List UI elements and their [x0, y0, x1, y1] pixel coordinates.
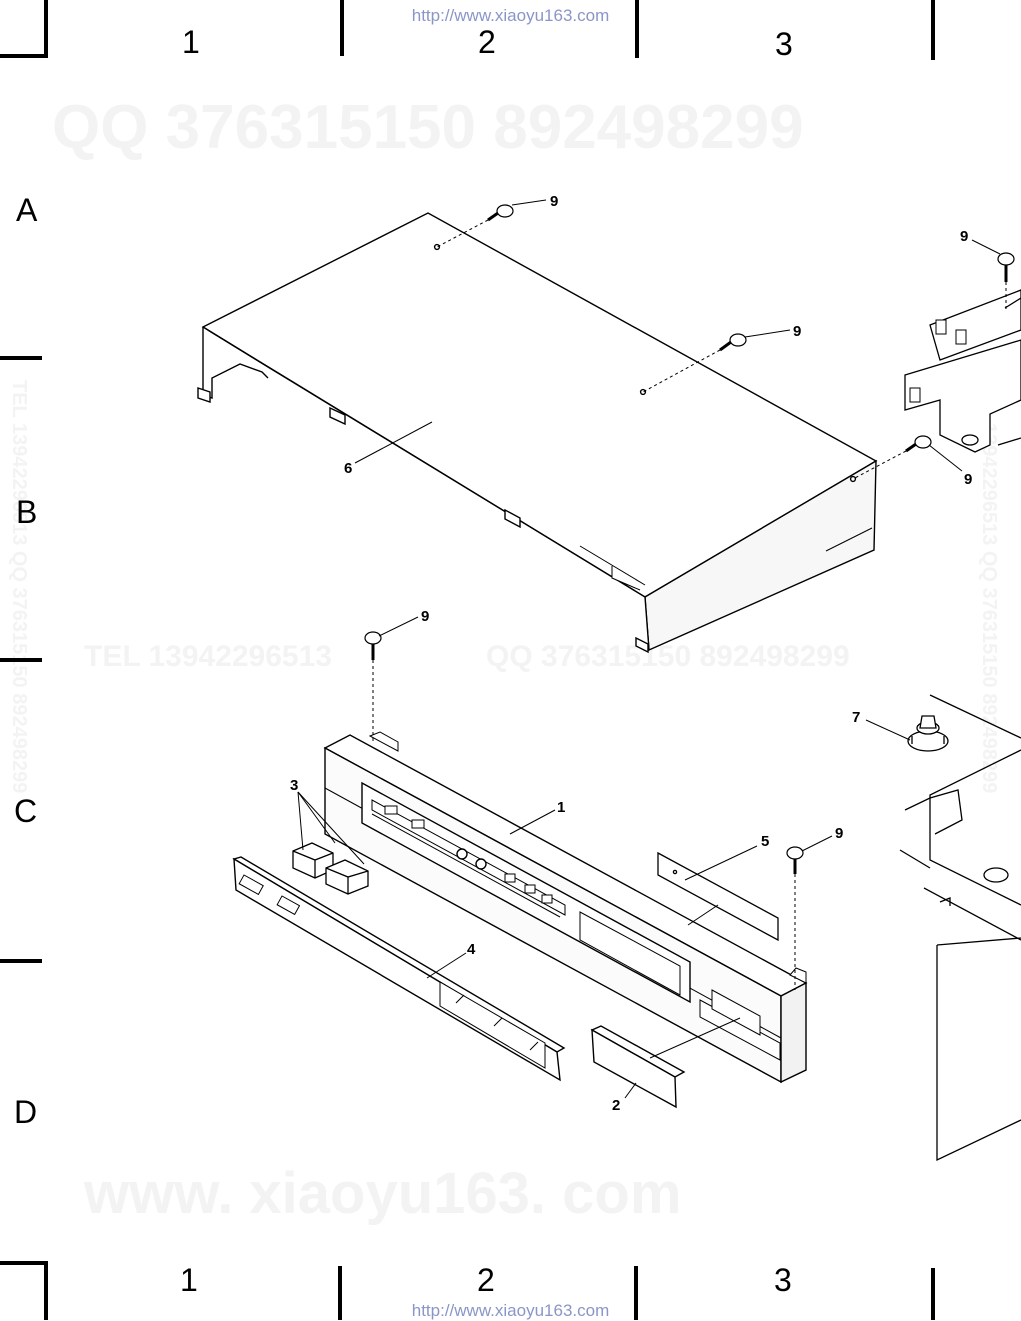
callout-9-side: 9 — [964, 471, 972, 488]
chassis-right — [899, 694, 1021, 1162]
row-label-d: D — [14, 1094, 38, 1130]
callout-9-top-1: 9 — [550, 193, 558, 210]
footer-url: http://www.xiaoyu163.com — [411, 1301, 610, 1320]
column-label-1-bottom: 1 — [180, 1262, 198, 1298]
screw-side — [905, 435, 932, 453]
watermark-tel: TEL 13942296513 — [84, 640, 332, 673]
callout-9-bracket: 9 — [960, 228, 968, 245]
callout-numbers: 9 9 9 9 9 9 6 7 1 5 4 2 3 — [290, 193, 972, 1114]
row-label-a: A — [16, 192, 38, 228]
part-7-foot — [907, 715, 949, 752]
column-label-1-top: 1 — [182, 24, 200, 60]
watermark-site: www. xiaoyu163. com — [84, 1161, 682, 1226]
watermark-qq-mid: QQ 376315150 892498299 — [486, 640, 850, 673]
part-2-door — [590, 1025, 686, 1109]
column-label-2-bottom: 2 — [477, 1262, 495, 1298]
callout-5: 5 — [761, 833, 769, 850]
screw-front-right — [786, 846, 804, 874]
callout-2: 2 — [612, 1097, 620, 1114]
header-url: http://www.xiaoyu163.com — [411, 6, 610, 25]
column-label-3-top: 3 — [775, 26, 793, 62]
part-1-front-panel — [323, 731, 808, 1084]
screw-bracket — [997, 252, 1015, 282]
row-label-c: C — [14, 793, 38, 829]
callout-1: 1 — [557, 799, 565, 816]
row-label-b: B — [16, 494, 38, 530]
assembly-dashed-lines — [372, 219, 1007, 990]
callout-4: 4 — [467, 941, 476, 958]
screw-top-1 — [487, 204, 514, 222]
screw-top-2 — [719, 333, 747, 352]
part-5-label — [657, 851, 779, 942]
bracket-right — [904, 289, 1021, 453]
column-label-2-top: 2 — [478, 24, 496, 60]
part-6-top-cover — [197, 212, 878, 654]
screws — [364, 204, 1015, 874]
callout-3: 3 — [290, 777, 298, 794]
grid-frame — [0, 0, 935, 1320]
part-4-window-panel — [232, 856, 566, 1082]
callout-9-front-right: 9 — [835, 825, 843, 842]
column-label-3-bottom: 3 — [774, 1262, 792, 1298]
leader-lines — [297, 199, 1001, 1099]
callout-7: 7 — [852, 709, 860, 726]
callout-9-top-2: 9 — [793, 323, 801, 340]
callout-9-front-left: 9 — [421, 608, 429, 625]
part-3-knobs — [292, 842, 369, 895]
watermark-qq-top: QQ 376315150 892498299 — [52, 93, 804, 162]
screw-front-left — [364, 631, 382, 660]
callout-6: 6 — [344, 460, 352, 477]
